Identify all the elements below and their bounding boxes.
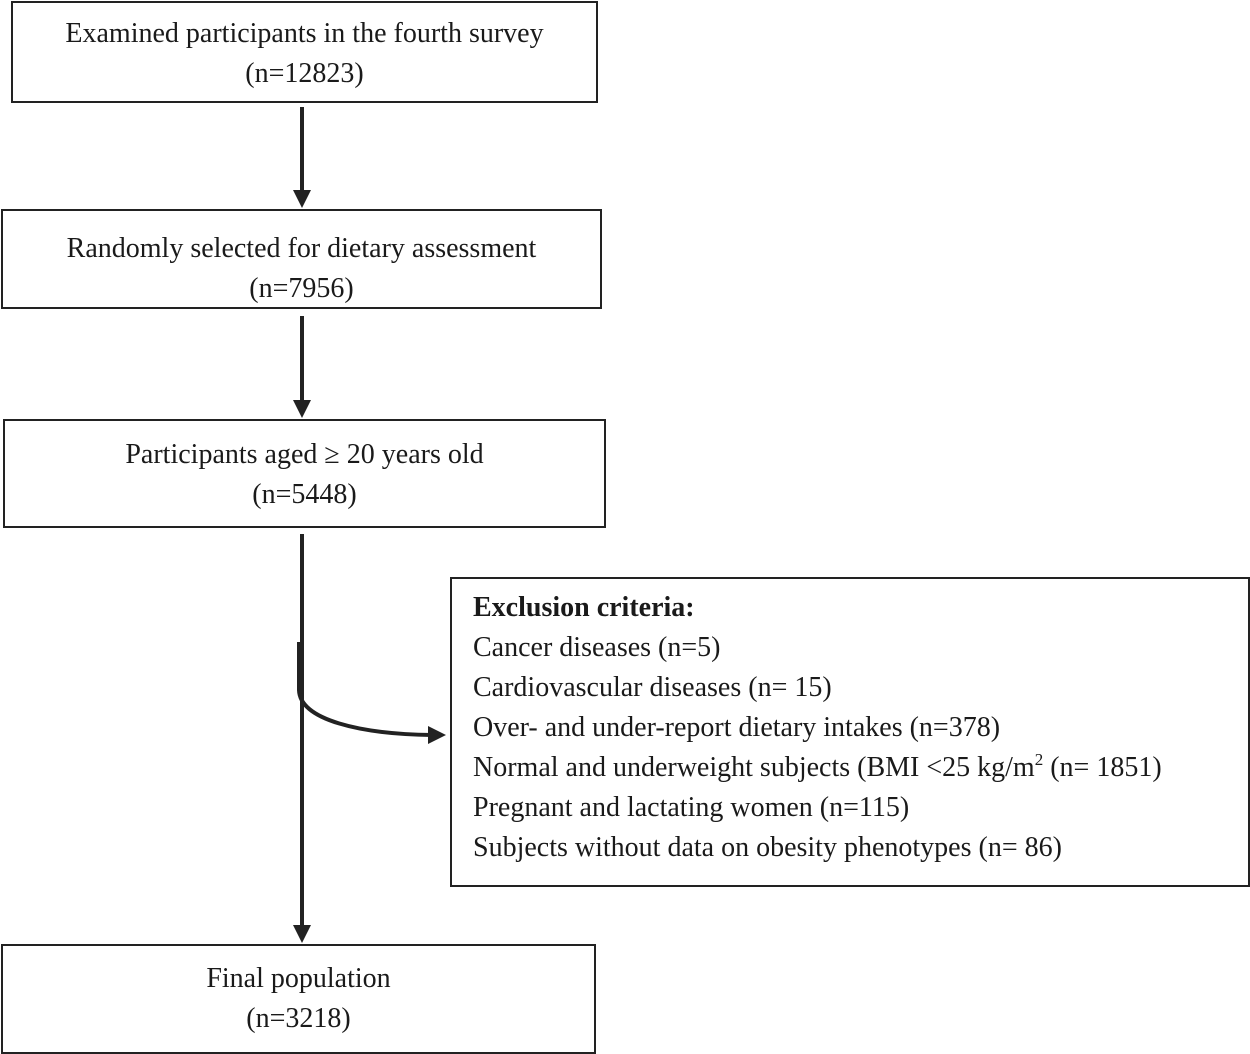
exclusion-criteria-box: Exclusion criteria: Cancer diseases (n=5… [450, 577, 1250, 887]
exclusion-item-bmi-superscript: 2 [1034, 750, 1044, 769]
exclusion-item-pregnant: Pregnant and lactating women (n=115) [473, 792, 910, 823]
aged-participants-title: Participants aged ≥ 20 years old [125, 439, 484, 470]
arrowhead-selected-to-aged [293, 400, 311, 418]
exclusion-branch-curve [297, 642, 433, 737]
final-population-box: Final population (n=3218) [1, 944, 596, 1054]
arrowhead-examined-to-selected [293, 190, 311, 208]
exclusion-item-misreport: Over- and under-report dietary intakes (… [473, 712, 1001, 743]
exclusion-item-bmi-count: (n= 1851) [1043, 752, 1162, 783]
exclusion-item-bmi: Normal and underweight subjects (BMI <25… [473, 748, 1248, 788]
final-population-count: (n=3218) [246, 1003, 351, 1034]
exclusion-item-bmi-text: Normal and underweight subjects (BMI <25… [473, 752, 1035, 783]
aged-participants-box: Participants aged ≥ 20 years old (n=5448… [3, 419, 606, 528]
examined-participants-title: Examined participants in the fourth surv… [65, 18, 544, 49]
exclusion-item-no-phenotype-data: Subjects without data on obesity phenoty… [473, 832, 1062, 863]
examined-participants-count: (n=12823) [245, 58, 364, 89]
aged-participants-count: (n=5448) [252, 479, 357, 510]
exclusion-branch-arrowhead [428, 726, 446, 744]
exclusion-item-cardiovascular: Cardiovascular diseases (n= 15) [473, 672, 832, 703]
exclusion-item-cancer: Cancer diseases (n=5) [473, 632, 721, 663]
randomly-selected-box: Randomly selected for dietary assessment… [1, 209, 602, 309]
exclusion-criteria-heading: Exclusion criteria: [473, 592, 695, 623]
examined-participants-box: Examined participants in the fourth surv… [11, 1, 598, 103]
randomly-selected-count: (n=7956) [249, 273, 354, 304]
randomly-selected-title: Randomly selected for dietary assessment [66, 233, 537, 264]
final-population-title: Final population [206, 963, 391, 994]
arrowhead-aged-to-final [293, 925, 311, 943]
